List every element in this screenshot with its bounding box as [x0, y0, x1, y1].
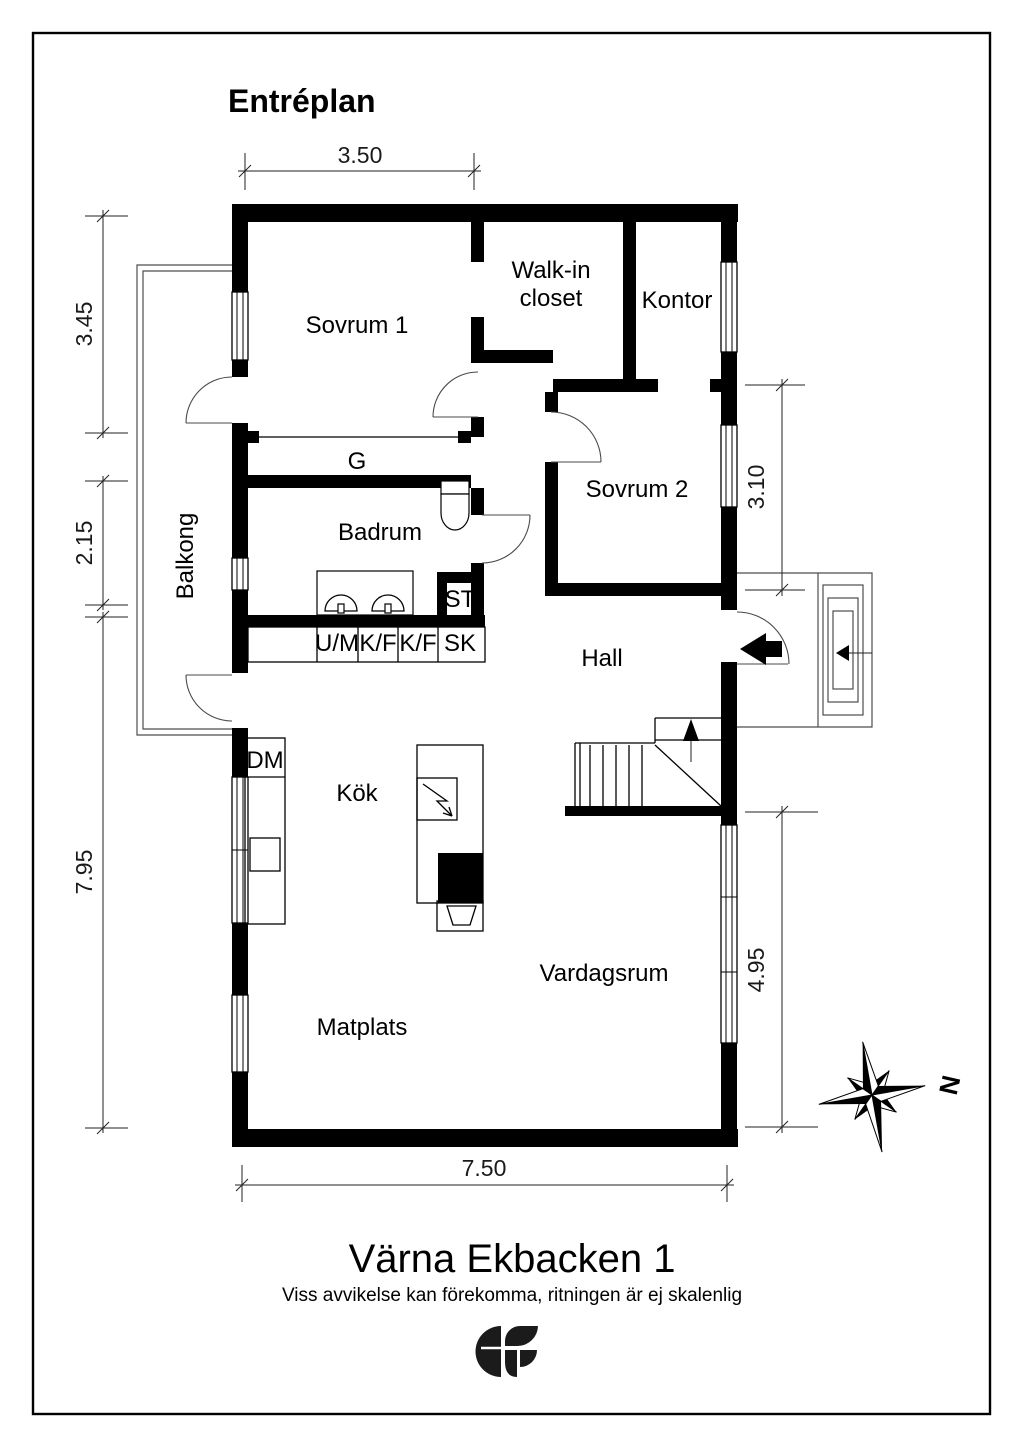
sink	[371, 594, 405, 614]
room-label-dm: DM	[246, 747, 283, 774]
door-arc	[481, 514, 531, 564]
windows	[231, 261, 738, 1073]
kitchen-sink	[249, 837, 281, 872]
hob	[438, 853, 483, 903]
counter	[244, 737, 286, 925]
outer-walls	[232, 204, 738, 1147]
porch-direction-arrow-icon	[836, 645, 849, 661]
window	[231, 291, 249, 361]
door-arc	[185, 376, 233, 424]
room-label-kontor: Kontor	[642, 287, 713, 314]
dim-left-lower: 7.95	[71, 850, 97, 895]
room-label-walkin-2: closet	[520, 285, 583, 312]
room-label-badrum: Badrum	[338, 519, 422, 546]
door-arc	[550, 411, 602, 463]
room-label-um: U/M	[315, 630, 359, 657]
room-label-st: ST	[445, 586, 476, 613]
window	[231, 994, 249, 1073]
page-border	[31, 31, 992, 1416]
dimension-lines: 3.50 3.45 2.15 7.95 3.10 4.95	[71, 142, 818, 1202]
room-label-balkong: Balkong	[172, 513, 199, 600]
dim-top: 3.50	[338, 142, 383, 168]
door-arc	[185, 674, 233, 722]
dim-left-middle: 2.15	[71, 521, 97, 566]
door-arc	[432, 371, 479, 418]
balcony-outline	[136, 264, 232, 736]
room-label-walkin-1: Walk-in	[511, 257, 590, 284]
footer-title: Värna Ekbacken 1	[349, 1237, 676, 1281]
compass-north-label: N	[933, 1073, 966, 1098]
toilet	[440, 480, 470, 531]
closet-row	[247, 626, 486, 663]
kitchen-fixtures	[244, 737, 484, 932]
entry-direction-arrow-icon	[740, 633, 782, 665]
stair-up-arrow-icon	[683, 719, 699, 762]
plan-title: Entréplan	[228, 83, 376, 119]
room-label-sovrum1: Sovrum 1	[306, 312, 409, 339]
window	[231, 776, 249, 924]
staircase	[574, 717, 722, 807]
interior-walls	[248, 222, 723, 816]
bathroom-fixtures	[316, 480, 470, 616]
window	[720, 424, 738, 508]
room-label-kf-b: K/F	[399, 630, 436, 657]
brand-logo-icon	[475, 1326, 538, 1377]
room-label-kf-a: K/F	[359, 630, 396, 657]
dim-right-lower: 4.95	[743, 948, 769, 993]
dim-right-upper: 3.10	[743, 465, 769, 510]
window	[231, 557, 249, 591]
window	[720, 261, 738, 353]
room-label-kok: Kök	[336, 780, 378, 807]
window	[720, 824, 738, 1044]
stove	[416, 777, 458, 821]
room-label-sovrum2: Sovrum 2	[586, 476, 689, 503]
room-label-sk: SK	[444, 630, 476, 657]
doors	[185, 371, 790, 722]
room-label-vardagsrum: Vardagsrum	[540, 960, 669, 987]
footer-subtitle: Viss avvikelse kan förekomma, ritningen …	[282, 1285, 742, 1306]
room-label-hall: Hall	[581, 645, 622, 672]
room-label-garderob: G	[348, 448, 367, 475]
entry-porch-steps	[737, 572, 873, 728]
island-sink	[436, 900, 484, 932]
sink	[324, 594, 358, 614]
compass-icon	[818, 1041, 926, 1153]
room-label-matplats: Matplats	[317, 1014, 408, 1041]
dim-left-upper: 3.45	[71, 302, 97, 347]
entry-door-arc	[736, 611, 790, 665]
dim-bottom: 7.50	[462, 1155, 507, 1181]
vanity	[316, 570, 414, 616]
